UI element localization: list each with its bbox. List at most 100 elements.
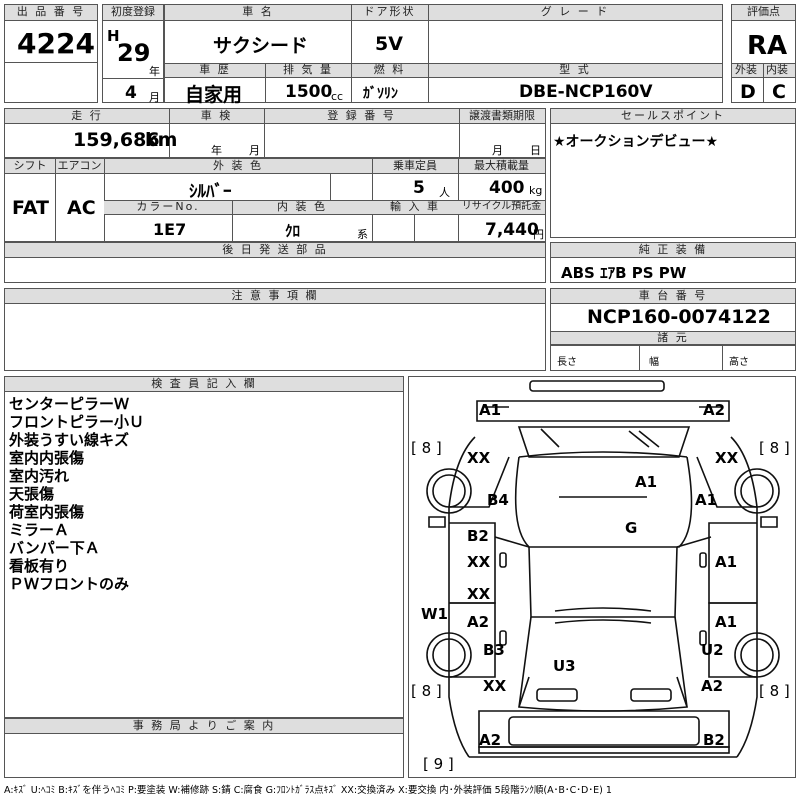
damage-mark-rear-quarter-left-2: XX	[483, 677, 507, 695]
inspector-note: 荷室内張傷	[9, 503, 85, 521]
sales-point-label: セールスポイント	[551, 109, 795, 124]
era: H	[107, 27, 120, 45]
vehicle-info-box: 車 名 ドア形状 グ レ ー ド サクシード 5V 車 歴 排 気 量 燃 料 …	[164, 4, 723, 106]
damage-mark-front-fender-right-2: A1	[695, 491, 718, 509]
damage-mark-roof: G	[625, 519, 638, 537]
tire-front-left: [ 8 ]	[411, 439, 442, 457]
exterior-grade: D	[740, 81, 756, 103]
inspector-note: ＰＷフロントのみ	[9, 575, 130, 593]
month-unit: 月	[149, 91, 160, 104]
damage-mark-center-pillar-left: W1	[421, 605, 448, 623]
sales-point-box: セールスポイント ★オークションデビュー★	[550, 108, 796, 238]
inspector-note: フロントピラー小Ｕ	[9, 413, 145, 431]
spec-row: シフト エアコン 外 装 色 乗車定員 最大積載量 FAT AC ｼﾙﾊﾞｰ 5…	[4, 158, 546, 242]
damage-mark-hood: A1	[635, 473, 658, 491]
genuine-equipment: ABS ｴｱB PS PW	[561, 264, 687, 282]
capacity-label: 乗車定員	[372, 159, 458, 174]
model-label: 型 式	[428, 64, 722, 78]
interior-color: ｸﾛ	[285, 222, 301, 240]
exterior-label: 外装	[735, 63, 757, 76]
load-label: 最大積載量	[458, 159, 545, 174]
damage-mark-back-door: U3	[553, 657, 576, 675]
shift: FAT	[12, 197, 49, 219]
genuine-equipment-box: 純 正 装 備 ABS ｴｱB PS PW	[550, 242, 796, 283]
history-label: 車 歴	[165, 64, 265, 78]
length-label: 長さ	[557, 357, 577, 368]
damage-mark-rear-bumper-left: A2	[479, 731, 502, 749]
legend: A:ｷｽﾞ U:ﾍｺﾐ B:ｷｽﾞを伴うﾍｺﾐ P:要塗装 W:補修跡 S:錆 …	[4, 785, 612, 796]
inspector-note: ミラーＡ	[9, 521, 70, 539]
inspector-note: 天張傷	[9, 485, 55, 503]
score-label: 評価点	[732, 5, 795, 21]
office-label: 事 務 局 よ り ご 案 内	[5, 719, 403, 734]
lot-number: 4224	[17, 27, 95, 60]
damage-mark-rear-quarter-right: U2	[701, 641, 724, 659]
mileage: 159,686	[73, 129, 160, 151]
damage-mark-rear-door-right: A1	[715, 613, 738, 631]
history: 自家用	[185, 84, 243, 106]
exterior-color: ｼﾙﾊﾞｰ	[189, 182, 232, 202]
damage-mark-front-bumper-left: A1	[479, 401, 502, 419]
first-registration-box: 初度登録 H 29 年 4 月	[102, 4, 164, 104]
reg-year: 29	[117, 39, 151, 67]
damage-mark-front-bumper-right: A2	[703, 401, 726, 419]
office-box: 事 務 局 よ り ご 案 内	[4, 718, 404, 778]
door-label: ドア形状	[351, 5, 428, 21]
capacity: 5	[413, 178, 425, 198]
inspector-label: 検 査 員 記 入 欄	[5, 377, 403, 392]
chassis-box: 車 台 番 号 NCP160-0074122 諸 元 長さ 幅 高さ	[550, 288, 796, 371]
max-load: 400	[489, 178, 525, 198]
interior-color-unit: 系	[357, 228, 368, 241]
inspection-month-unit: 月	[249, 144, 260, 157]
recycle-deposit: 7,440	[485, 220, 539, 240]
door-type: 5V	[375, 33, 403, 55]
damage-mark-rear-quarter-left: B3	[483, 641, 505, 659]
lot-number-box: 出 品 番 号 4224	[4, 4, 98, 103]
first-registration-label: 初度登録	[103, 5, 163, 21]
inspection-label: 車 検	[169, 109, 264, 124]
damage-mark-front-fender-right: XX	[715, 449, 739, 467]
interior-label: 内装	[766, 63, 788, 76]
ac-label: エアコン	[55, 159, 104, 174]
damage-mark-rear-bumper-right: B2	[703, 731, 725, 749]
score-box: 評価点 RA 外装 内装 D C	[731, 4, 796, 103]
chassis-number: NCP160-0074122	[587, 306, 771, 328]
later-parts-label: 後 日 発 送 部 品	[5, 243, 545, 258]
fuel: ｶﾞｿﾘﾝ	[363, 86, 398, 102]
interior-grade: C	[772, 81, 786, 103]
mileage-label: 走 行	[5, 109, 169, 124]
color-number: 1E7	[153, 220, 187, 239]
later-parts-box: 後 日 発 送 部 品	[4, 242, 546, 283]
genuine-label: 純 正 装 備	[551, 243, 795, 258]
recycle-label: リサイクル預託金	[458, 201, 545, 215]
tire-rear-left: [ 8 ]	[411, 682, 442, 700]
inspector-note: 看板有り	[9, 557, 70, 575]
air-conditioner: AC	[67, 197, 96, 219]
displacement-unit: cc	[331, 90, 344, 103]
mileage-row: 走 行 車 検 登 録 番 号 譲渡書類期限 159,686 km 年 月 月 …	[4, 108, 546, 158]
spare-tire: [ 9 ]	[423, 755, 454, 773]
tire-front-right: [ 8 ]	[759, 439, 790, 457]
capacity-unit: 人	[439, 186, 450, 199]
car-outline	[426, 380, 780, 758]
score: RA	[747, 31, 788, 61]
width-label: 幅	[649, 357, 659, 368]
sales-point: ★オークションデビュー★	[553, 134, 719, 150]
specs-label: 諸 元	[551, 332, 795, 345]
transfer-day-unit: 日	[530, 144, 541, 157]
lot-number-label: 出 品 番 号	[5, 5, 97, 21]
damage-mark-rear-door-left: XX	[467, 585, 491, 603]
tire-rear-right: [ 8 ]	[759, 682, 790, 700]
damage-mark-front-door-right: A1	[715, 553, 738, 571]
model: DBE-NCP160V	[519, 82, 653, 102]
year-unit: 年	[149, 65, 160, 78]
notes-box: 注 意 事 項 欄	[4, 288, 546, 371]
damage-mark-rear-door-left-2: A2	[467, 613, 490, 631]
car-name-label: 車 名	[165, 5, 351, 21]
grade-label: グ レ ー ド	[428, 5, 722, 21]
displacement: 1500	[285, 82, 333, 102]
inspection-year-unit: 年	[211, 144, 222, 157]
